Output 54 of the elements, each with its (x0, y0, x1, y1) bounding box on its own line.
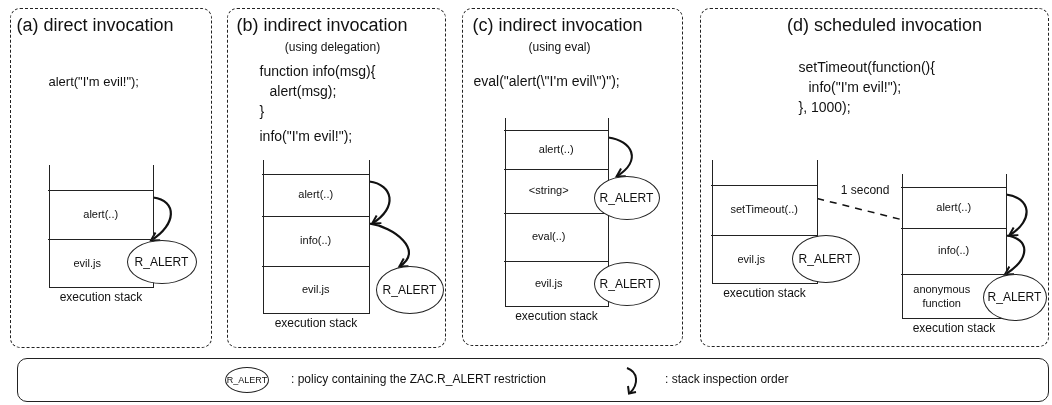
stack-frame: setTimeout(..) (711, 184, 818, 235)
legend-text: : policy containing the ZAC.R_ALERT restriction (291, 372, 546, 387)
code-line: setTimeout(function(){ (798, 59, 935, 76)
stack-caption: execution stack (912, 320, 996, 335)
dashed-panel (462, 8, 683, 346)
code-line: info("I'm evil!"); (259, 128, 353, 145)
panel-title: (d) scheduled invocation (786, 14, 983, 37)
dashed-panel (227, 8, 446, 348)
stack-frame: evil.js (711, 234, 792, 284)
curved-arrow (608, 136, 633, 178)
legend-text: : stack inspection order (665, 372, 789, 387)
stack-frame: evil.js (262, 265, 370, 314)
panel-subtitle: (using delegation) (284, 40, 381, 55)
dashed-panel (10, 8, 212, 348)
code-line: alert("I'm evil!"); (48, 73, 139, 90)
stack-frame: alert(..) (48, 189, 154, 239)
stack-frame: info(..) (262, 215, 370, 266)
stack-frame: info(..) (901, 227, 1007, 274)
code-line: } (259, 103, 265, 120)
curved-arrow (1003, 234, 1026, 276)
dashed-connector (816, 197, 902, 221)
policy-ellipse: R_ALERT (982, 273, 1047, 321)
stack-frame: alert(..) (504, 129, 609, 169)
stack-frame: anonymous function (901, 273, 983, 319)
stack-caption: execution stack (59, 289, 143, 304)
stack-frame: evil.js (504, 260, 594, 307)
stack-frame: <string> (504, 168, 594, 213)
stack-frame: alert(..) (262, 173, 370, 216)
curved-arrow (368, 180, 391, 225)
stack-frame: evil.js (48, 238, 127, 288)
stack-frame: eval(..) (504, 212, 594, 261)
code-line: function info(msg){ (259, 63, 376, 80)
stack-caption: execution stack (723, 285, 806, 300)
stack-caption: execution stack (515, 308, 598, 323)
dashed-panel (700, 8, 1049, 347)
panel-title: (b) indirect invocation (236, 14, 408, 37)
code-line: }, 1000); (798, 99, 851, 116)
curved-arrow (1006, 193, 1028, 237)
code-line: eval("alert(\"I'm evil\")"); (473, 73, 620, 90)
panel-title: (c) indirect invocation (472, 14, 643, 37)
code-line: info("I'm evil!"); (808, 79, 902, 96)
policy-ellipse: R_ALERT (126, 239, 197, 284)
panel-subtitle: (using eval) (528, 40, 591, 55)
curved-arrow (369, 222, 410, 268)
policy-ellipse: R_ALERT (791, 234, 860, 283)
policy-ellipse: R_ALERT (593, 175, 660, 220)
panel-title: (a) direct invocation (16, 14, 174, 37)
policy-ellipse: R_ALERT (593, 261, 660, 306)
policy-symbol: R_ALERT (225, 367, 269, 393)
stack-caption: execution stack (274, 315, 358, 330)
code-line: alert(msg); (269, 83, 337, 100)
policy-ellipse: R_ALERT (375, 265, 444, 314)
stack-frame: alert(..) (901, 186, 1007, 228)
curved-arrow (150, 196, 172, 242)
